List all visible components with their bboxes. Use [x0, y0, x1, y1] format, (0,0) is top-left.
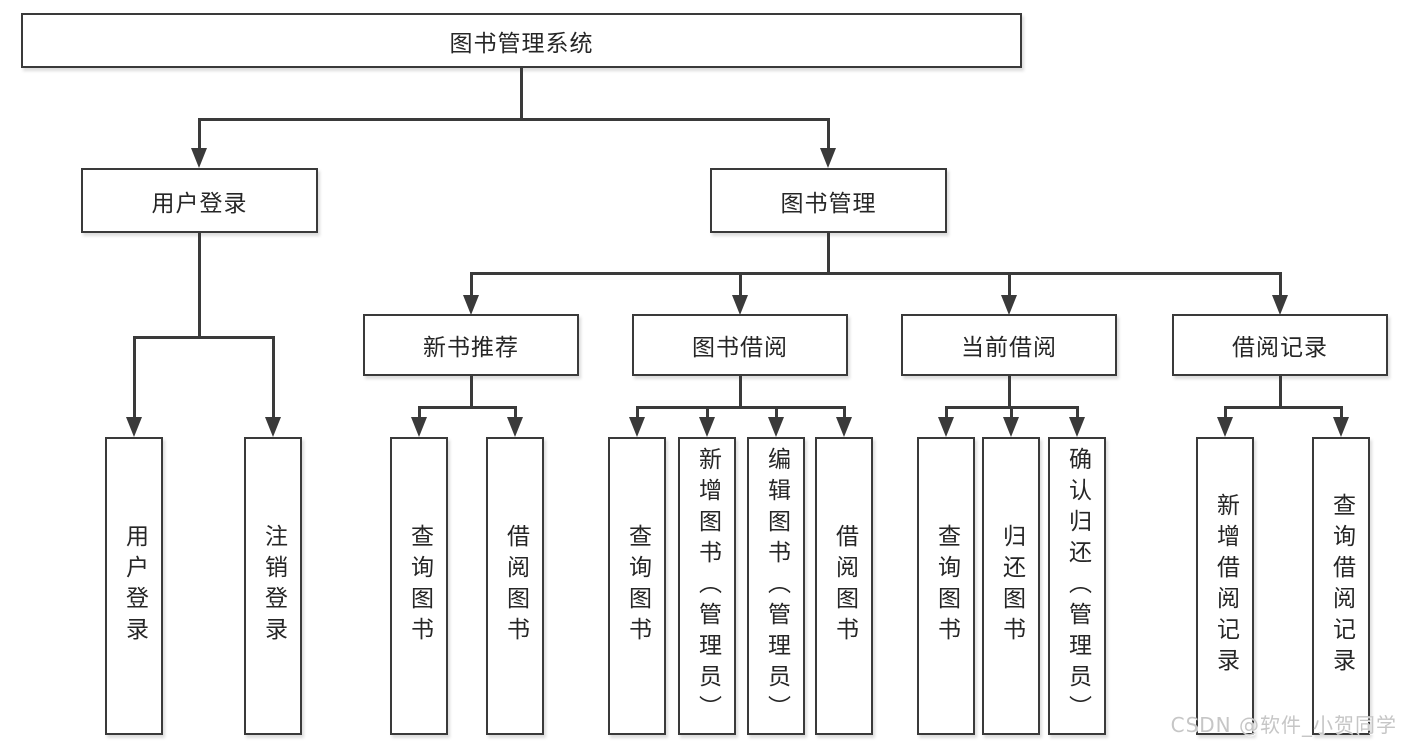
- leaf-query-book-borrow: 查询图书: [608, 437, 666, 735]
- leaf-query-book-current: 查询图书: [917, 437, 975, 735]
- connector-to-new-book-recommend: [470, 272, 473, 296]
- connector-user-login-split: [133, 336, 274, 339]
- connector-leaf-stem: [636, 406, 639, 419]
- node-new-book-recommend: 新书推荐: [363, 314, 579, 376]
- leaf-query-borrow-record: 查询借阅记录: [1312, 437, 1370, 735]
- arrowhead: [191, 148, 207, 168]
- arrowhead: [1003, 417, 1019, 437]
- connector-to-book-borrow: [739, 272, 742, 296]
- watermark: CSDN @软件_小贺同学: [1170, 713, 1397, 737]
- leaf-query-book-recommend-label: 查询图书: [406, 524, 433, 648]
- connector-root-split: [198, 118, 829, 121]
- connector-to-leaf-user-login: [133, 336, 136, 418]
- connector-leaf-stem: [1340, 406, 1343, 419]
- leaf-borrow-book: 借阅图书: [815, 437, 873, 735]
- node-book-borrow: 图书借阅: [632, 314, 848, 376]
- leaf-edit-book-admin: 编辑图书（管理员）: [747, 437, 805, 735]
- connector-to-borrow-records: [1279, 272, 1282, 296]
- leaf-user-login-label: 用户登录: [121, 524, 148, 648]
- node-current-borrow-label: 当前借阅: [961, 335, 1057, 361]
- node-book-management: 图书管理: [710, 168, 947, 233]
- connector-leaf-stem: [843, 406, 846, 419]
- connector-leaf-stem: [1224, 406, 1227, 419]
- leaf-query-book-borrow-label: 查询图书: [624, 524, 651, 648]
- leaf-confirm-return-admin-label: 确认归还（管理员）: [1064, 446, 1091, 726]
- node-library-management-system: 图书管理系统: [21, 13, 1022, 68]
- arrowhead: [507, 417, 523, 437]
- leaf-add-book-admin: 新增图书（管理员）: [678, 437, 736, 735]
- leaf-add-borrow-record-label: 新增借阅记录: [1212, 493, 1239, 679]
- arrowhead: [938, 417, 954, 437]
- connector-to-user-login: [198, 118, 201, 150]
- leaf-query-book-current-label: 查询图书: [933, 524, 960, 648]
- connector-user-login-stem: [198, 233, 201, 336]
- node-user-login: 用户登录: [81, 168, 318, 233]
- arrowhead: [699, 417, 715, 437]
- connector-leaf-stem: [1076, 406, 1079, 419]
- connector-leaf-stem: [945, 406, 948, 419]
- node-current-borrow: 当前借阅: [901, 314, 1117, 376]
- leaf-borrow-book-recommend: 借阅图书: [486, 437, 544, 735]
- node-book-borrow-label: 图书借阅: [692, 335, 788, 361]
- arrowhead: [265, 417, 281, 437]
- connector-current-borrow-stem: [1008, 376, 1011, 406]
- arrowhead: [768, 417, 784, 437]
- connector-book-borrow-split: [636, 406, 845, 409]
- connector-new-book-recommend-stem: [470, 376, 473, 406]
- node-new-book-recommend-label: 新书推荐: [423, 335, 519, 361]
- connector-leaf-stem: [514, 406, 517, 419]
- connector-borrow-records-split: [1224, 406, 1343, 409]
- arrowhead: [1217, 417, 1233, 437]
- connector-book-management-split: [470, 272, 1281, 275]
- connector-leaf-stem: [706, 406, 709, 419]
- leaf-add-book-admin-label: 新增图书（管理员）: [694, 446, 721, 726]
- leaf-borrow-book-recommend-label: 借阅图书: [502, 524, 529, 648]
- connector-book-management-stem: [827, 233, 830, 272]
- connector-to-book-management: [827, 118, 830, 150]
- connector-leaf-stem: [1010, 406, 1013, 419]
- arrowhead: [629, 417, 645, 437]
- leaf-logout-label: 注销登录: [260, 524, 287, 648]
- connector-borrow-records-stem: [1279, 376, 1282, 406]
- arrowhead: [820, 148, 836, 168]
- arrowhead: [126, 417, 142, 437]
- arrowhead: [463, 295, 479, 315]
- connector-to-current-borrow: [1008, 272, 1011, 296]
- arrowhead: [836, 417, 852, 437]
- leaf-query-borrow-record-label: 查询借阅记录: [1328, 493, 1355, 679]
- connector-leaf-stem: [418, 406, 421, 419]
- leaf-confirm-return-admin: 确认归还（管理员）: [1048, 437, 1106, 735]
- arrowhead: [1333, 417, 1349, 437]
- leaf-query-book-recommend: 查询图书: [390, 437, 448, 735]
- arrowhead: [1272, 295, 1288, 315]
- node-borrow-records: 借阅记录: [1172, 314, 1388, 376]
- connector-leaf-stem: [775, 406, 778, 419]
- connector-new-book-recommend-split: [418, 406, 517, 409]
- arrowhead: [1069, 417, 1085, 437]
- leaf-edit-book-admin-label: 编辑图书（管理员）: [763, 446, 790, 726]
- leaf-borrow-book-label: 借阅图书: [831, 524, 858, 648]
- leaf-user-login: 用户登录: [105, 437, 163, 735]
- leaf-return-book: 归还图书: [982, 437, 1040, 735]
- node-borrow-records-label: 借阅记录: [1232, 335, 1328, 361]
- connector-book-borrow-stem: [739, 376, 742, 406]
- connector-to-leaf-logout: [272, 336, 275, 418]
- leaf-return-book-label: 归还图书: [998, 524, 1025, 648]
- connector-root-stem: [520, 68, 523, 118]
- node-library-management-system-label: 图书管理系统: [449, 30, 594, 57]
- node-book-management-label: 图书管理: [780, 190, 877, 217]
- arrowhead: [411, 417, 427, 437]
- leaf-logout: 注销登录: [244, 437, 302, 735]
- arrowhead: [1001, 295, 1017, 315]
- leaf-add-borrow-record: 新增借阅记录: [1196, 437, 1254, 735]
- node-user-login-label: 用户登录: [151, 190, 248, 217]
- arrowhead: [732, 295, 748, 315]
